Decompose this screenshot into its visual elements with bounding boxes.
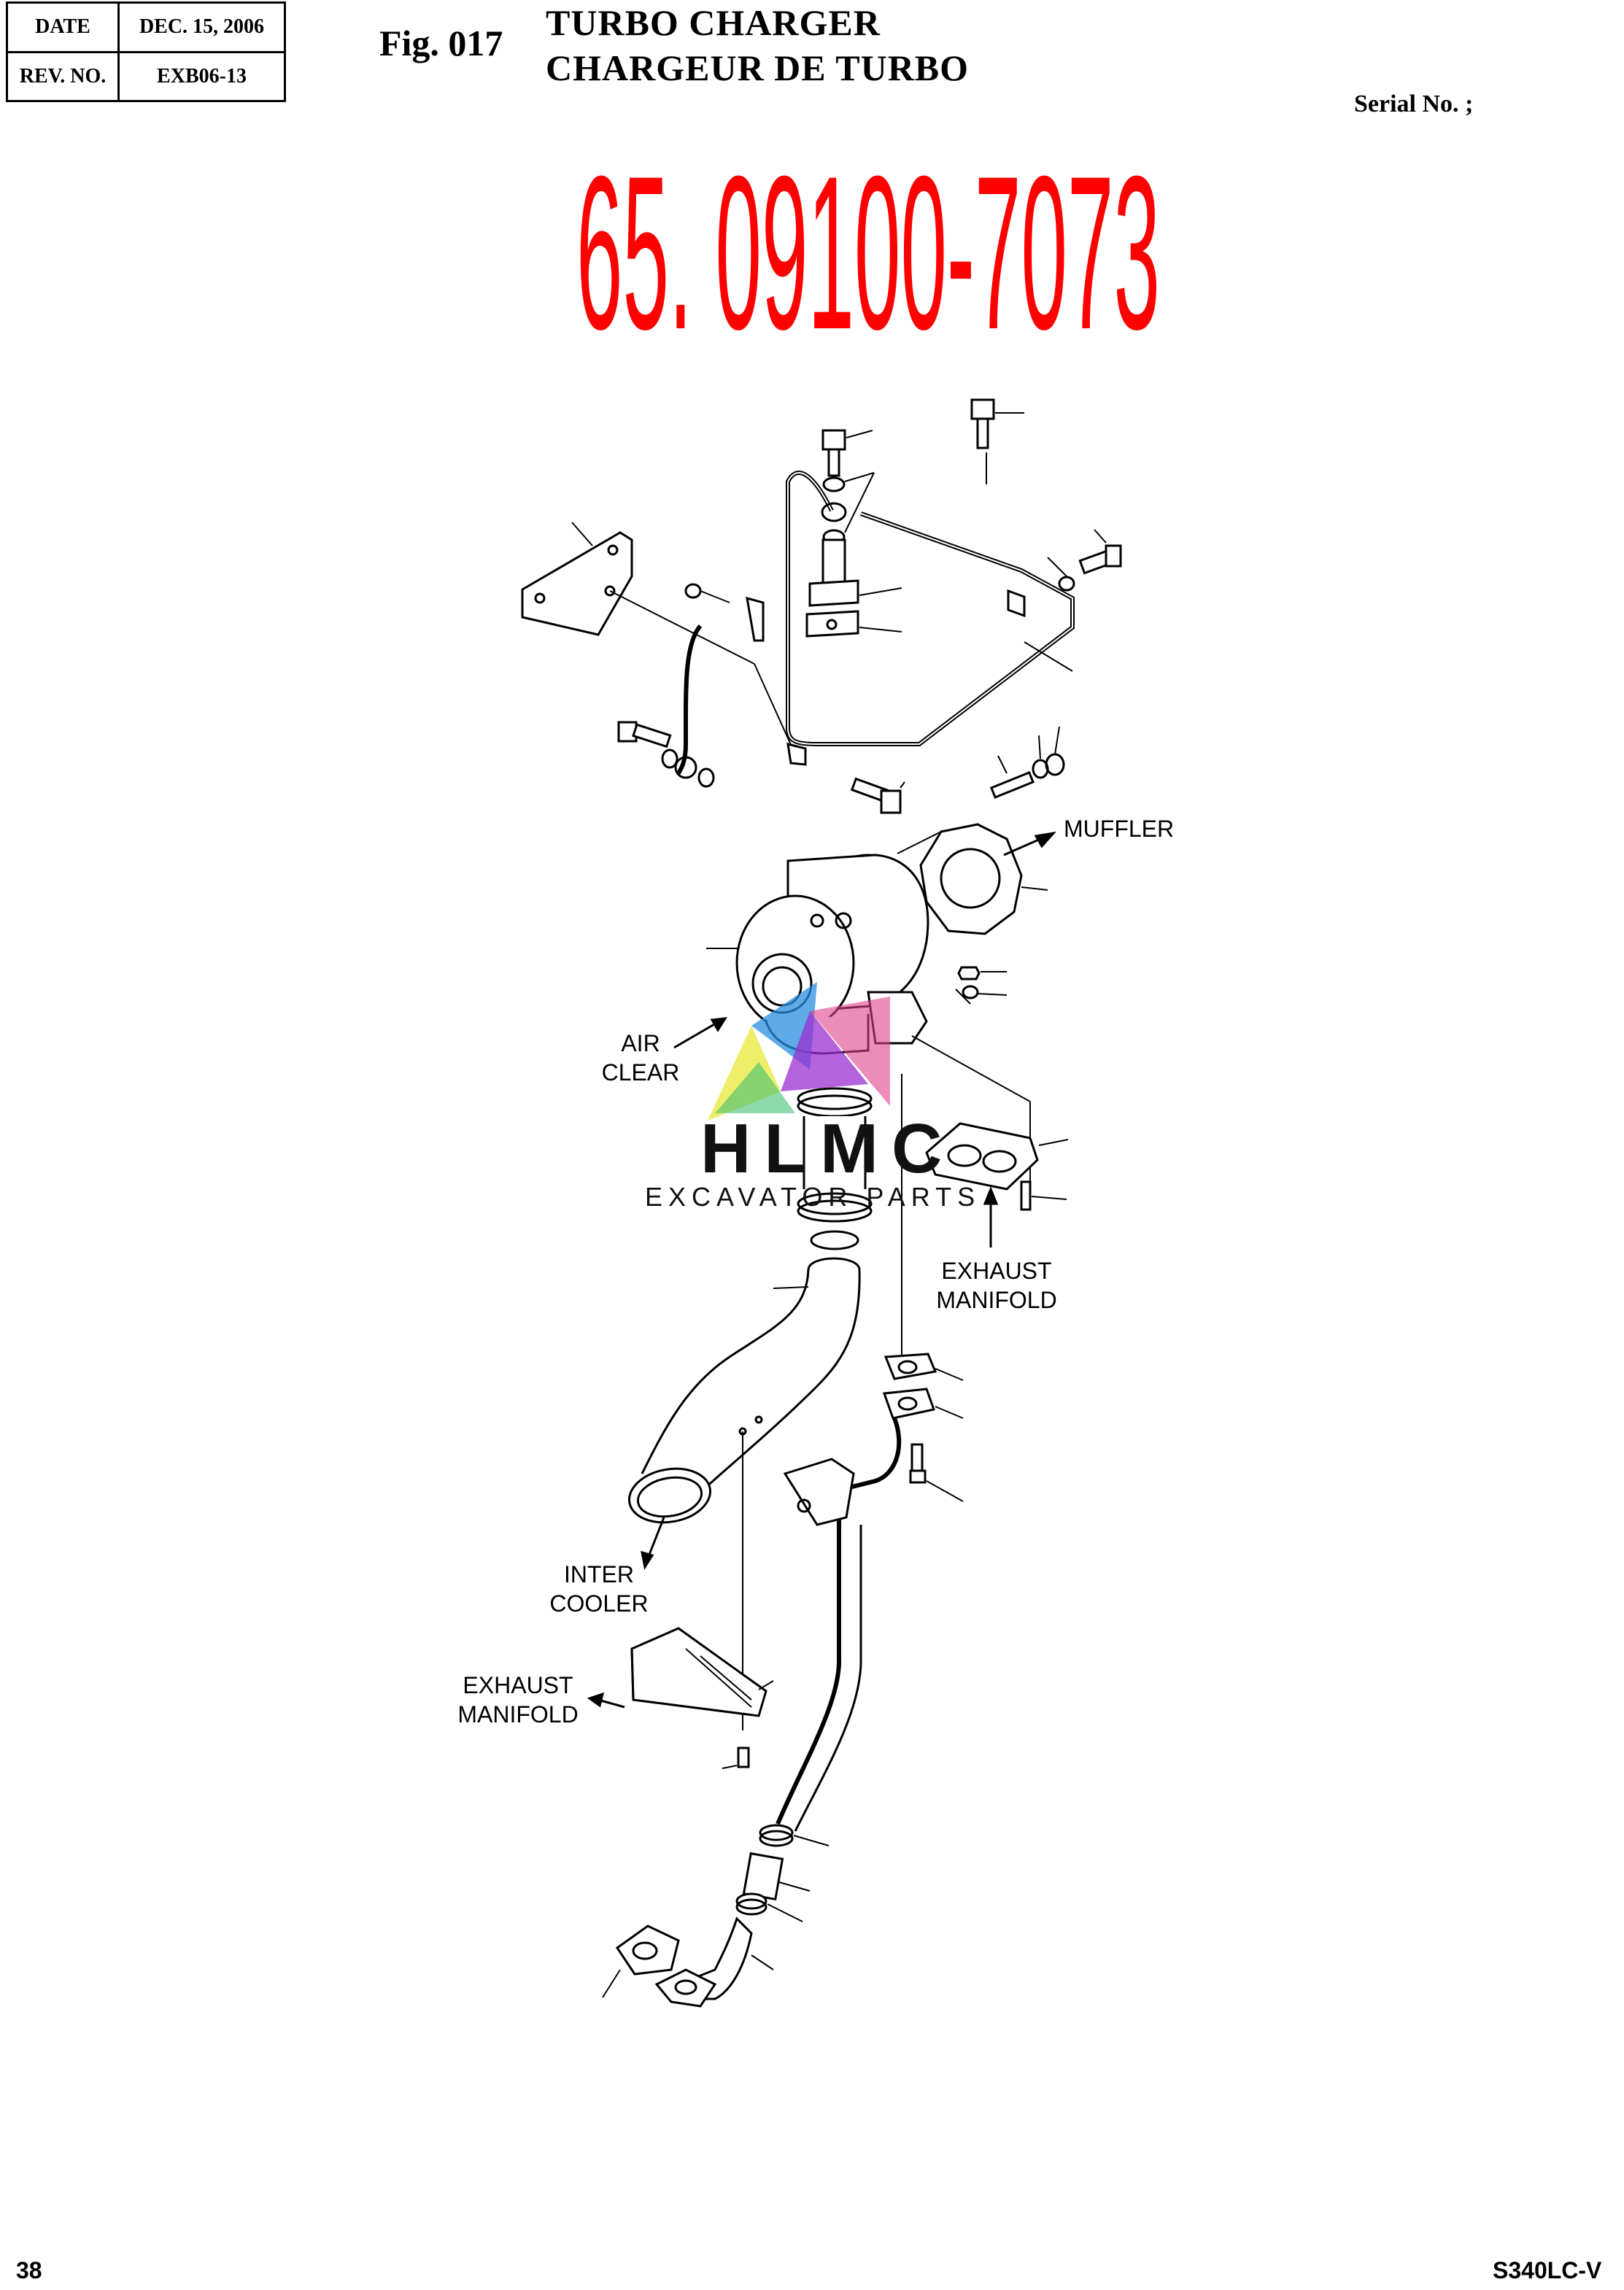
label-exhaust-manifold-right-line2: MANIFOLD [936,1287,1057,1313]
label-exhaust-manifold-left-line1: EXHAUST [463,1672,573,1698]
label-exhaust-manifold-right-line1: EXHAUST [941,1258,1052,1284]
watermark-brand: HLMC [700,1110,956,1188]
oil-return-pipe [676,624,703,775]
label-inter-cooler-line2: COOLER [549,1590,649,1617]
bracket-triangle [521,531,633,636]
date-value: DEC. 15, 2006 [117,1,286,53]
label-inter-cooler: INTER COOLER [544,1560,654,1618]
figure-number: Fig. 017 [379,23,503,63]
clip-right [1007,589,1026,618]
header-table: DATE DEC. 15, 2006 REV. NO. EXB06-13 [6,1,286,102]
oil-return-lower [776,1353,964,1832]
part-number-text: 65. 09100-7073 [576,146,1160,350]
label-inter-cooler-line1: INTER [564,1561,634,1587]
serial-number: Serial No. ; [1354,90,1474,117]
label-exhaust-manifold-left: EXHAUST MANIFOLD [452,1671,584,1729]
gasket-bottom-left [602,1925,680,1998]
intercooler-pipe [627,1257,861,1524]
bracket-lower [630,1627,774,1769]
label-air-clear-line1: AIR [621,1030,660,1056]
pipe-fitting [821,502,847,522]
part-number-stamp: 65. 09100-7073 [576,146,1160,350]
hose-clamps [797,1087,873,1250]
oil-feed-pipe [786,471,1075,746]
stud-and-nuts [989,726,1065,799]
watermark-logo-mark [708,982,890,1121]
muffler-gasket [897,823,1048,935]
top-bolt-right [970,398,1024,484]
title-french: CHARGEUR DE TURBO [546,47,970,88]
watermark-subtitle: EXCAVATOR PARTS [645,1182,981,1212]
lower-hose [654,1824,830,2008]
date-label: DATE [6,1,120,53]
label-exhaust-manifold-right: EXHAUST MANIFOLD [931,1256,1062,1315]
title-english: TURBO CHARGER [546,2,881,43]
bolt-right-upper [1078,529,1122,575]
top-bolt-left [821,429,873,477]
label-muffler: MUFFLER [1064,816,1175,842]
clip-left [746,596,765,642]
oil-flange-upper [808,579,859,607]
oil-gasket-upper [805,610,859,638]
clip-bottom [786,742,807,766]
label-exhaust-manifold-left-line2: MANIFOLD [457,1701,579,1728]
exhaust-gasket [925,1122,1069,1211]
rev-label: REV. NO. [6,50,120,102]
rev-value: EXB06-13 [117,50,286,102]
label-air-clear: AIR CLEAR [597,1029,684,1087]
nuts-right [955,966,1008,1005]
label-air-clear-line2: CLEAR [601,1059,680,1086]
model-name: S340LC-V [1493,2257,1602,2283]
bolt-mid [850,777,905,814]
bolt-left [617,721,715,788]
page-number: 38 [16,2257,42,2283]
washer-1 [822,476,846,492]
oil-stub [821,538,846,585]
